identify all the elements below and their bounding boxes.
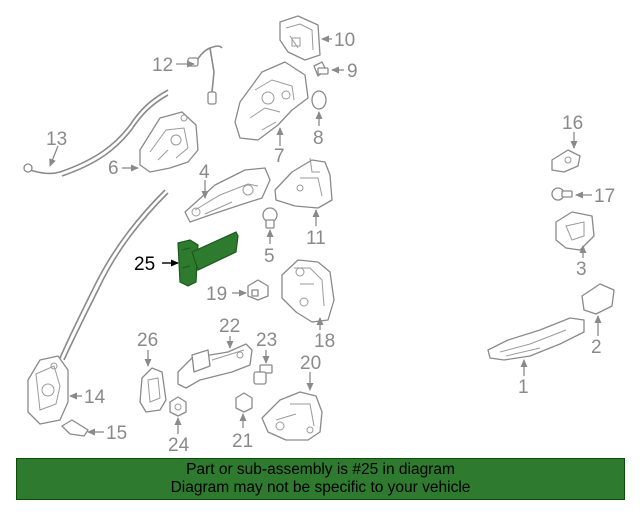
- info-banner: Part or sub-assembly is #25 in diagram D…: [16, 458, 625, 500]
- callout-21: 21: [232, 431, 253, 452]
- callout-1: 1: [518, 377, 529, 398]
- callout-20: 20: [300, 353, 321, 374]
- part-10-lock-cover: [279, 15, 321, 61]
- callout-10: 10: [334, 30, 355, 51]
- parts-diagram: 10 12 9 8 7 13 6 4 5 11 16 17 3 2 1 25 1…: [23, 15, 615, 455]
- part-9-screw: [313, 61, 329, 77]
- part-16-striker: [551, 149, 581, 173]
- callout-9: 9: [347, 61, 358, 82]
- callout-17: 17: [594, 186, 615, 207]
- callout-14: 14: [84, 387, 106, 408]
- part-6-latch-bracket: [139, 111, 199, 173]
- lock-cable-lower: [59, 189, 169, 361]
- callout-3: 3: [576, 259, 587, 280]
- callout-22: 22: [219, 316, 240, 337]
- callout-7: 7: [274, 146, 285, 167]
- callout-16: 16: [562, 113, 583, 134]
- callout-15: 15: [106, 423, 127, 444]
- part-5-screw: [262, 207, 278, 229]
- part-20-lower-hinge: [261, 391, 323, 441]
- callout-numbers: 10 12 9 8 7 13 6 4 5 11 16 17 3 2 1 25 1…: [46, 30, 615, 455]
- part-14-latch: [27, 355, 69, 425]
- part-8-oring: [311, 90, 327, 110]
- callout-23: 23: [256, 330, 277, 351]
- callout-19: 19: [206, 284, 227, 305]
- callout-11: 11: [306, 228, 326, 249]
- part-2-handle-cap: [581, 283, 615, 315]
- part-23-bolt: [253, 364, 273, 385]
- callout-6: 6: [108, 158, 119, 179]
- part-11-bracket: [274, 157, 333, 209]
- callout-8: 8: [313, 128, 324, 149]
- callout-18: 18: [314, 331, 335, 352]
- part-1-outside-handle: [487, 317, 585, 361]
- part-4-inside-handle: [184, 167, 271, 223]
- banner-line-1: Part or sub-assembly is #25 in diagram: [186, 461, 455, 478]
- part-15-sensor: [61, 419, 89, 437]
- part-18-hinge: [281, 259, 335, 323]
- part-21-bolt: [235, 392, 253, 413]
- callout-4: 4: [199, 162, 210, 183]
- leader-lines: [49, 35, 602, 436]
- callout-25: 25: [134, 254, 155, 275]
- part-17-screw: [551, 187, 573, 201]
- part-3-bezel: [555, 211, 595, 251]
- callout-5: 5: [264, 246, 275, 267]
- part-22-door-check: [177, 343, 253, 389]
- callout-2: 2: [591, 337, 602, 358]
- callout-26: 26: [137, 330, 158, 351]
- callout-12: 12: [152, 55, 173, 76]
- banner-line-2: Diagram may not be specific to your vehi…: [170, 479, 471, 496]
- callout-13: 13: [46, 129, 67, 150]
- part-25-highlighted: [177, 231, 239, 287]
- part-13-cable-end: [23, 163, 33, 173]
- part-12-rod: [187, 45, 223, 105]
- part-19-bolt: [247, 279, 269, 301]
- part-24-nut: [169, 396, 187, 417]
- part-26-seal: [139, 367, 167, 413]
- part-7-lock-actuator: [234, 61, 309, 141]
- lock-cable-upper: [29, 89, 169, 177]
- callout-24: 24: [168, 435, 190, 455]
